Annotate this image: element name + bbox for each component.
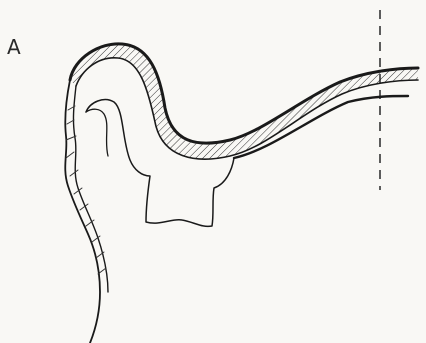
left-outer-edge (65, 80, 100, 343)
hatched-wall (70, 44, 418, 159)
left-edge-shading (66, 106, 106, 274)
left-inner-edge (73, 86, 108, 292)
inner-lumen-left-contour (86, 109, 108, 156)
